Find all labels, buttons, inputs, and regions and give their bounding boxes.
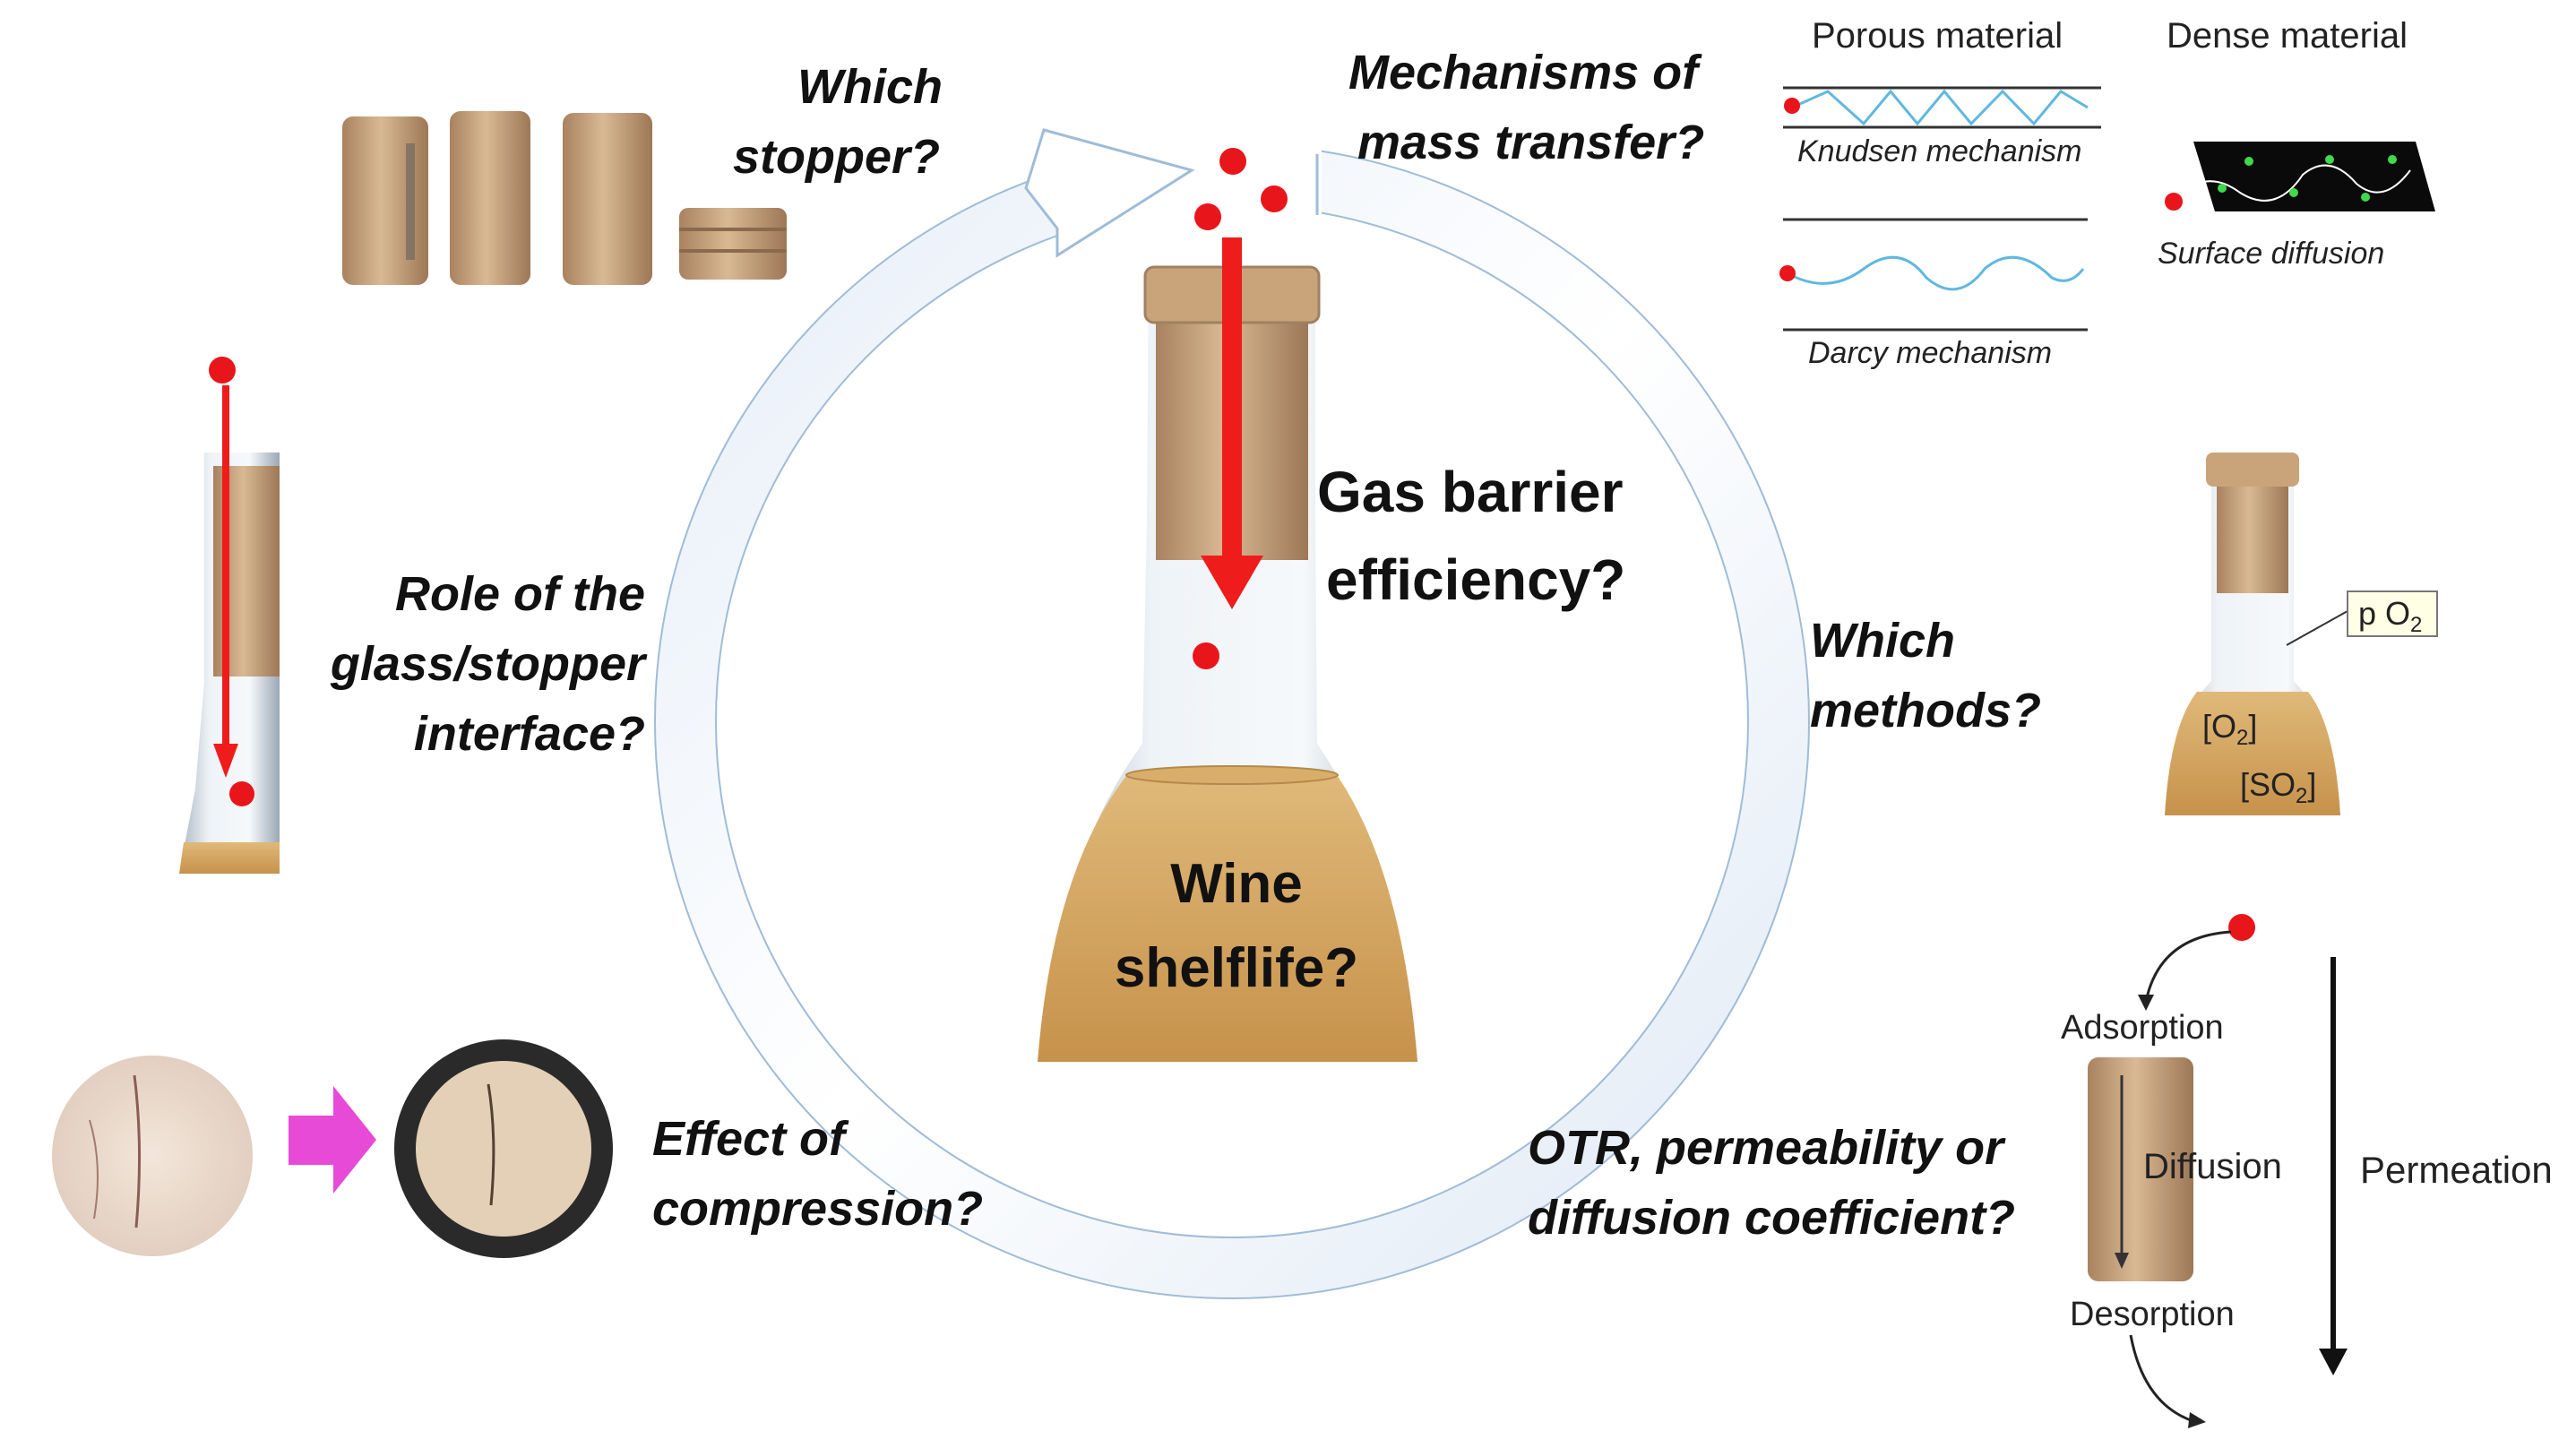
measurement-bottle xyxy=(2165,452,2438,815)
mechanisms-question: Mechanisms of mass transfer? xyxy=(1348,38,1743,177)
compression-images xyxy=(52,1039,613,1258)
question-line: Which xyxy=(797,60,943,114)
oxygen-dot xyxy=(1261,185,1288,212)
oxygen-dot xyxy=(1219,148,1246,175)
compression-arrow-icon xyxy=(289,1086,376,1194)
question-line: glass/stopper xyxy=(330,637,645,691)
po2-subscript: 2 xyxy=(2410,613,2423,638)
screw-cap-liner xyxy=(679,208,787,280)
technical-cork-stopper xyxy=(563,113,652,285)
surface-diffusion-label: Surface diffusion xyxy=(2158,237,2385,271)
stopper-images xyxy=(342,111,787,285)
so2-concentration-label: [SO2] xyxy=(2240,766,2316,809)
question-line: Gas barrier xyxy=(1317,460,1624,524)
so2-subscript: 2 xyxy=(2296,784,2308,809)
gas-barrier-question: Gas barrier efficiency? xyxy=(1317,448,1693,624)
synthetic-stopper xyxy=(342,116,428,285)
oxygen-arrow-main xyxy=(1201,237,1263,609)
question-line: OTR, permeability or xyxy=(1528,1121,2004,1175)
question-line: Role of the xyxy=(395,567,645,621)
effect-compression-question: Effect of compression? xyxy=(652,1104,1029,1244)
porous-mechanisms xyxy=(1779,86,2101,332)
o2-bracket: ] xyxy=(2248,708,2258,745)
interface-bottle xyxy=(179,357,280,874)
question-line: diffusion coefficient? xyxy=(1528,1191,2016,1245)
otr-question: OTR, permeability or diffusion coefficie… xyxy=(1528,1113,2065,1253)
porous-material-header: Porous material xyxy=(1812,16,2063,56)
cycle-ring xyxy=(654,128,1810,1299)
cycle-arrowhead xyxy=(1024,128,1195,258)
diffusion-label: Diffusion xyxy=(2143,1147,2282,1186)
oxygen-dot xyxy=(1194,203,1221,230)
o2-subscript: 2 xyxy=(2236,726,2249,751)
question-line: Mechanisms of xyxy=(1348,46,1699,99)
question-line: efficiency? xyxy=(1326,547,1626,612)
question-line: Wine xyxy=(1170,853,1303,915)
knudsen-label: Knudsen mechanism xyxy=(1797,134,2082,168)
question-line: shelflife? xyxy=(1114,937,1359,999)
question-line: Effect of xyxy=(652,1112,846,1166)
cork-cross-section xyxy=(52,1056,253,1256)
po2-text: p O xyxy=(2358,595,2411,632)
which-stopper-question-line2: stopper? xyxy=(733,122,966,192)
which-stopper-question: Which xyxy=(797,52,943,122)
dense-mechanism xyxy=(2165,142,2435,211)
o2-concentration-label: [O2] xyxy=(2202,708,2257,751)
question-line: compression? xyxy=(652,1182,984,1236)
question-line: methods? xyxy=(1810,684,2042,737)
po2-box xyxy=(2347,590,2438,637)
which-methods-question: Which methods? xyxy=(1810,606,2079,746)
role-interface-question: Role of the glass/stopper interface? xyxy=(296,559,645,769)
permeation-diagram xyxy=(2088,914,2348,1428)
natural-cork-stopper xyxy=(450,111,530,285)
question-line: Which xyxy=(1810,614,1955,668)
o2-text: [O xyxy=(2202,708,2237,745)
cork-cylinder xyxy=(2088,1057,2193,1281)
po2-label: p O2 xyxy=(2358,595,2422,638)
dense-material-header: Dense material xyxy=(2167,16,2408,56)
permeation-label: Permeation xyxy=(2360,1149,2553,1191)
so2-bracket: ] xyxy=(2307,766,2317,803)
question-line: stopper? xyxy=(733,130,941,184)
question-line: interface? xyxy=(413,707,645,761)
adsorption-label: Adsorption xyxy=(2061,1009,2224,1047)
so2-text: [SO xyxy=(2240,766,2296,803)
wine-shelflife-question: Wine shelflife? xyxy=(1057,842,1416,1011)
desorption-label: Desorption xyxy=(2070,1296,2235,1333)
darcy-label: Darcy mechanism xyxy=(1808,336,2053,370)
question-line: mass transfer? xyxy=(1357,116,1705,169)
oxygen-dot xyxy=(1193,642,1219,669)
